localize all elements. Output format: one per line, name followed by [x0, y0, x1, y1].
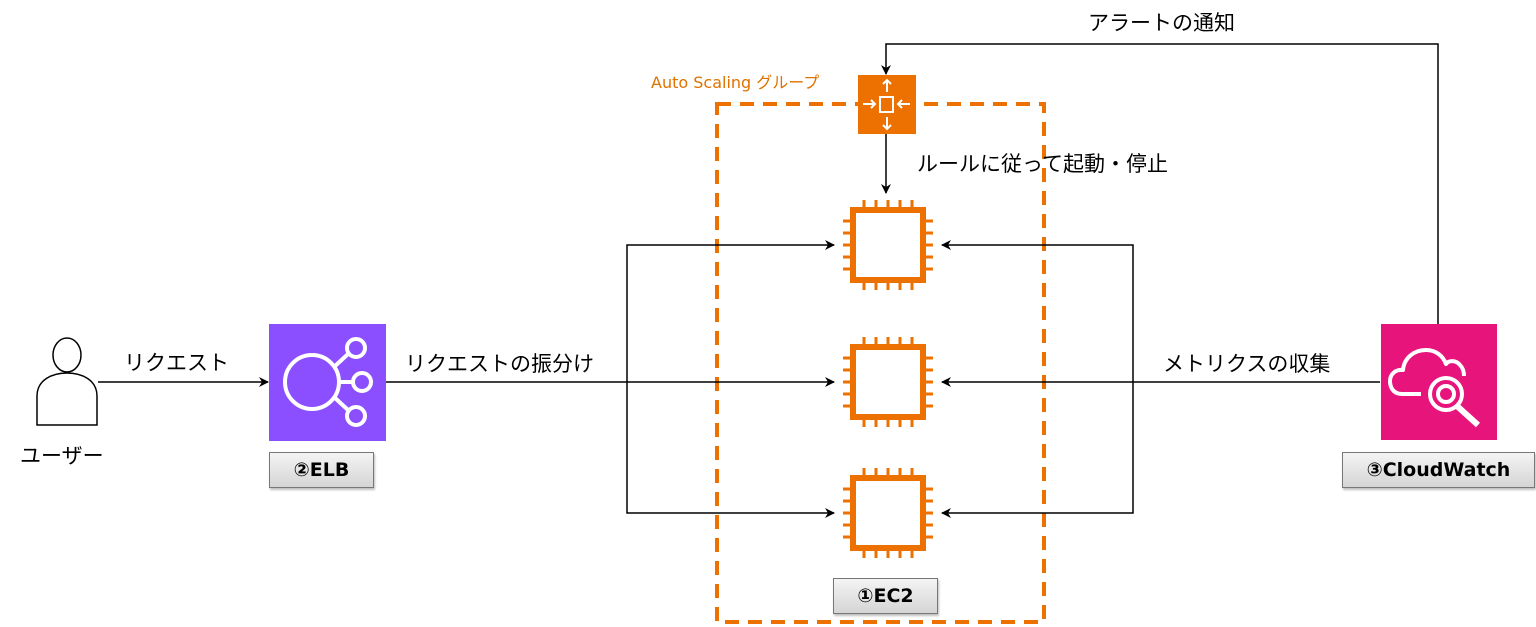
distribute-label: リクエストの振分け [405, 352, 594, 376]
alert-label: アラートの通知 [1088, 11, 1235, 35]
arrow-alert-to-autoscaling [881, 43, 1439, 324]
rule-label: ルールに従って起動・停止 [917, 152, 1168, 176]
cloudwatch-tag: ③CloudWatch [1342, 452, 1535, 488]
ec2-tag: ①EC2 [833, 578, 938, 614]
autoscaling-group-label: Auto Scaling グループ [651, 73, 820, 92]
elb-icon [269, 324, 386, 441]
metrics-label: メトリクスの収集 [1163, 352, 1331, 376]
arrow-cloudwatch-to-ec2-1 [941, 240, 1134, 382]
cloudwatch-icon [1381, 324, 1497, 440]
arrow-elb-to-ec2-3 [626, 382, 835, 518]
user-label: ユーザー [20, 444, 104, 468]
autoscaling-icon [858, 75, 916, 134]
user-icon [36, 337, 98, 426]
ec2-instance-icon [843, 200, 933, 290]
arrow-elb-to-ec2-1 [626, 240, 835, 382]
request-label: リクエスト [124, 351, 229, 375]
elb-tag: ②ELB [269, 452, 374, 488]
arrow-cloudwatch-to-ec2-3 [941, 382, 1134, 518]
ec2-instance-icon [843, 337, 933, 427]
autoscaling-group-border [715, 102, 1046, 624]
ec2-instance-icon [843, 468, 933, 558]
